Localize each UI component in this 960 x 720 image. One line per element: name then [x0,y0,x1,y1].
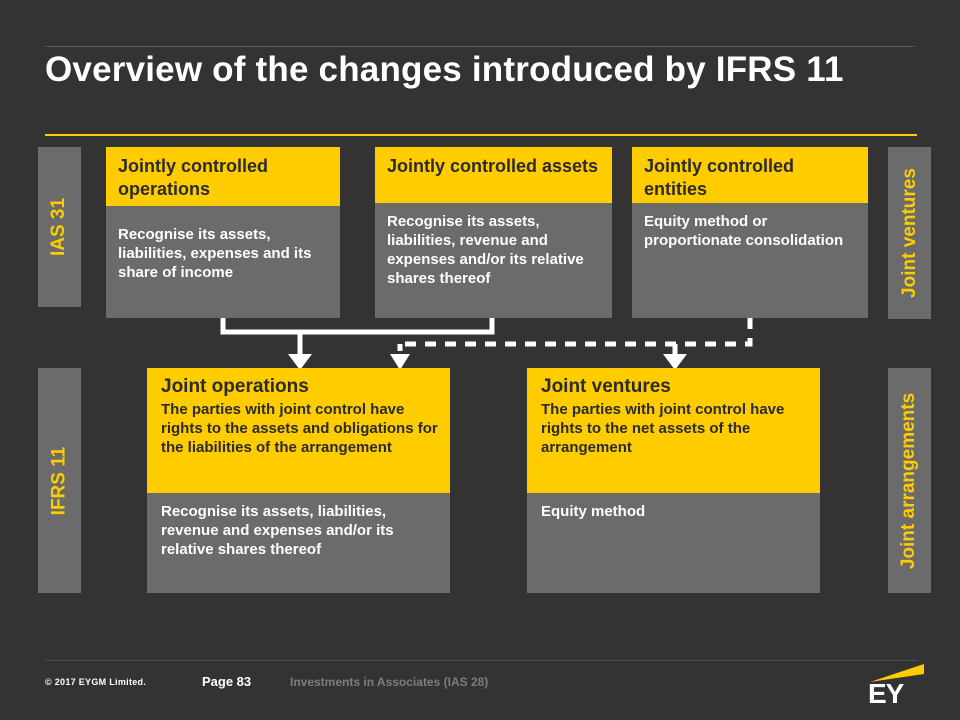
card-body-joint-ventures: Equity method [527,493,820,593]
card-jointly-controlled-assets: Jointly controlled assets Recognise its … [375,147,612,318]
connector-dashed-path [400,318,753,347]
card-joint-operations: Joint operations The parties with joint … [147,368,450,593]
rail-label-ifrs11-text: IFRS 11 [48,446,70,515]
card-header-joint-operations: Joint operations The parties with joint … [147,368,450,493]
card-jointly-controlled-operations: Jointly controlled operations Recognise … [106,147,340,318]
rail-label-joint-arrangements-text: Joint arrangements [898,392,920,569]
rail-label-ifrs11: IFRS 11 [38,368,81,593]
title-accent-divider [45,134,917,136]
footer-page-number: Page 83 [202,674,252,689]
footer-copyright: © 2017 EYGM Limited. [45,677,147,687]
footer-subject: Investments in Associates (IAS 28) [290,675,489,689]
card-header-jointly-controlled-assets: Jointly controlled assets [375,147,612,203]
card-body-jointly-controlled-entities: Equity method or proportionate consolida… [632,203,868,318]
card-header-joint-ventures: Joint ventures The parties with joint co… [527,368,820,493]
card-header-jointly-controlled-entities: Jointly controlled entities [632,147,868,203]
rail-label-ias31: IAS 31 [38,147,81,307]
card-jointly-controlled-entities: Jointly controlled entities Equity metho… [632,147,868,318]
card-body-jointly-controlled-operations: Recognise its assets, liabilities, expen… [106,206,340,318]
ey-swoosh-icon [870,664,924,682]
ey-logo: EY [868,660,930,709]
connector-solid-path [220,318,495,335]
rail-label-joint-ventures-text: Joint ventures [898,168,920,298]
card-definition-joint-operations: The parties with joint control have righ… [161,401,438,456]
rail-label-joint-ventures: Joint ventures [888,147,931,319]
card-definition-joint-ventures: The parties with joint control have righ… [541,401,785,456]
card-title-joint-ventures: Joint ventures [541,376,671,397]
page-title: Overview of the changes introduced by IF… [45,50,844,89]
rail-label-joint-arrangements: Joint arrangements [888,368,931,593]
card-joint-ventures: Joint ventures The parties with joint co… [527,368,820,593]
card-header-jointly-controlled-operations: Jointly controlled operations [106,147,340,206]
title-top-divider [45,46,915,47]
card-body-joint-operations: Recognise its assets, liabilities, reven… [147,493,450,593]
card-title-joint-operations: Joint operations [161,376,309,397]
card-body-jointly-controlled-assets: Recognise its assets, liabilities, reven… [375,203,612,318]
rail-label-ias31-text: IAS 31 [48,197,70,257]
ey-wordmark: EY [868,678,904,709]
footer-divider [45,660,917,661]
